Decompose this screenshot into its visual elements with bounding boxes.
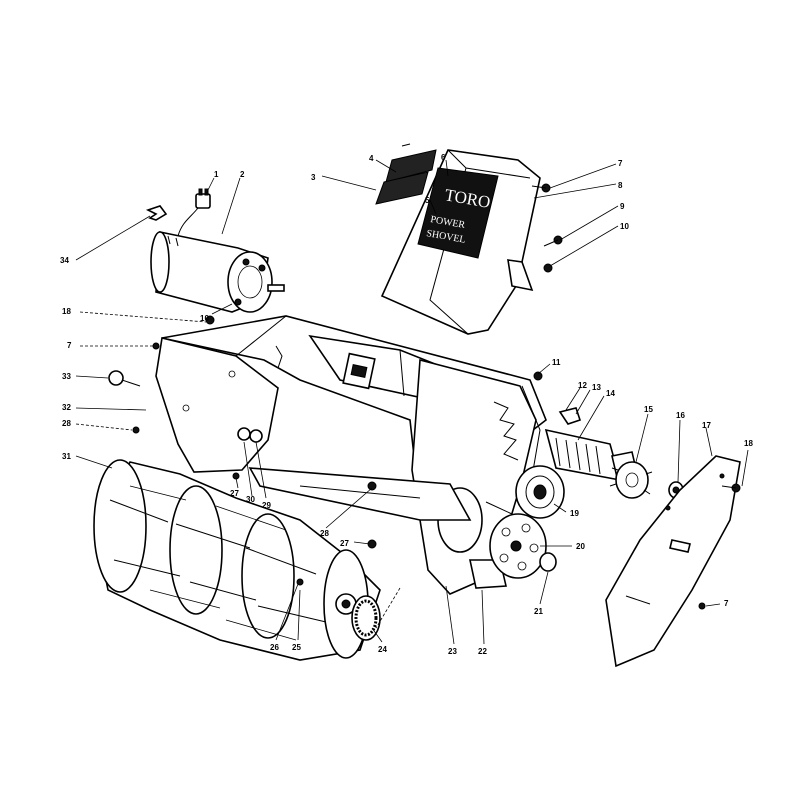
callout-14: 14 xyxy=(606,389,615,398)
callout-30: 30 xyxy=(246,495,255,504)
impeller-rotor xyxy=(93,459,381,661)
callout-15: 15 xyxy=(644,405,653,414)
side-cover xyxy=(605,455,741,668)
callout-34: 34 xyxy=(60,256,69,265)
callout-10: 10 xyxy=(620,222,629,231)
callout-28: 28 xyxy=(62,419,71,428)
callout-8: 8 xyxy=(618,181,623,190)
end-cap xyxy=(539,552,557,572)
callout-33: 33 xyxy=(62,372,71,381)
motor xyxy=(150,231,285,313)
callout-19: 19 xyxy=(570,509,579,518)
callout-10b: 10 xyxy=(200,314,209,323)
callout-11: 11 xyxy=(552,358,561,367)
callout-31: 31 xyxy=(62,452,71,461)
callout-6: 6 xyxy=(441,153,446,162)
callout-18: 18 xyxy=(62,307,71,316)
callout-labels: 1 2 3 4 5 6 7 8 9 10 34 10 18 7 33 32 28… xyxy=(60,153,753,656)
callout-27b: 27 xyxy=(340,539,349,548)
callout-16: 16 xyxy=(676,411,685,420)
callout-27: 27 xyxy=(230,489,239,498)
callout-13: 13 xyxy=(592,383,601,392)
wire-clip xyxy=(145,205,168,221)
callout-3: 3 xyxy=(311,173,316,182)
callout-7: 7 xyxy=(618,159,623,168)
callout-21: 21 xyxy=(534,607,543,616)
callout-7c: 7 xyxy=(724,599,729,608)
decal-strips xyxy=(375,143,437,205)
callout-23: 23 xyxy=(448,647,457,656)
sprocket-wheel xyxy=(489,513,547,579)
fasteners xyxy=(108,183,741,610)
drive-pulley xyxy=(515,465,565,519)
callout-28b: 28 xyxy=(320,529,329,538)
callout-25: 25 xyxy=(292,643,301,652)
callout-1: 1 xyxy=(214,170,219,179)
callout-5: 5 xyxy=(425,196,430,205)
callout-22: 22 xyxy=(478,647,487,656)
callout-2: 2 xyxy=(240,170,245,179)
callout-12: 12 xyxy=(578,381,587,390)
callout-32: 32 xyxy=(62,403,71,412)
callout-17: 17 xyxy=(702,421,711,430)
leader-lines xyxy=(75,159,749,645)
callout-18b: 18 xyxy=(744,439,753,448)
callout-7b: 7 xyxy=(67,341,72,350)
drive-gear xyxy=(609,461,653,499)
callout-9: 9 xyxy=(620,202,625,211)
connector-plug xyxy=(177,188,211,237)
callout-24: 24 xyxy=(378,645,387,654)
callout-4: 4 xyxy=(369,154,374,163)
gear-key xyxy=(558,407,582,425)
callout-29: 29 xyxy=(262,501,271,510)
callout-20: 20 xyxy=(576,542,585,551)
top-cover: TORO POWER SHOVEL xyxy=(380,149,541,335)
callout-26: 26 xyxy=(270,643,279,652)
